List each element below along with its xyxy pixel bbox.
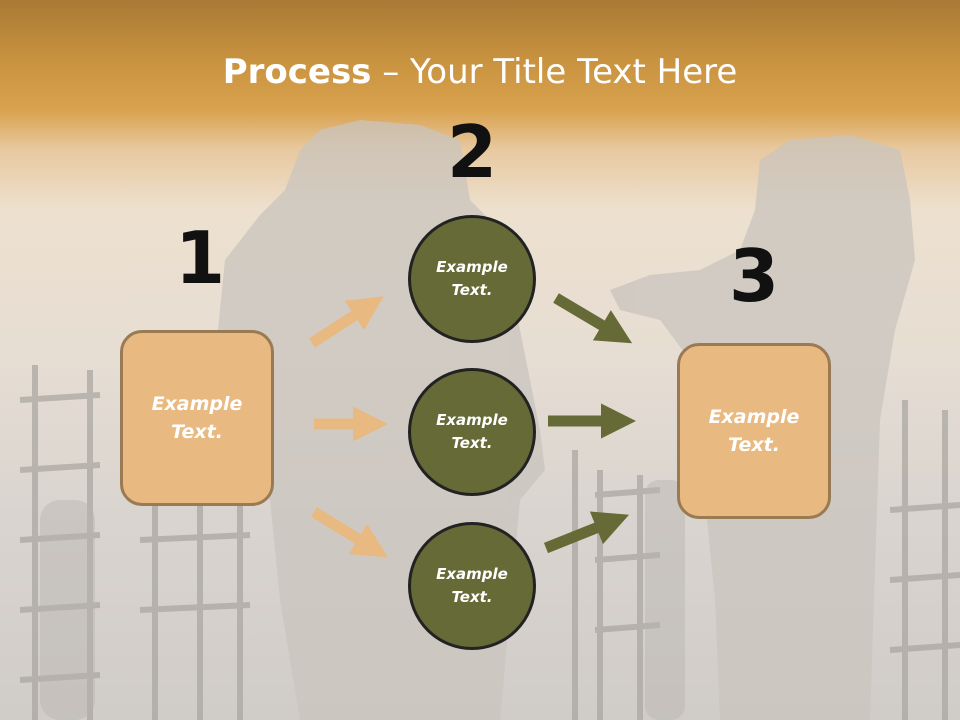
step-3-label: Example Text. — [708, 405, 800, 457]
step-number-3: 3 — [728, 234, 780, 318]
step-number-1: 1 — [174, 216, 226, 300]
step-1-label: Example Text. — [151, 392, 243, 444]
step-3-box: Example Text. — [677, 343, 831, 519]
circle-top-label: Example Text. — [436, 257, 508, 299]
title-bold-part: Process — [222, 52, 372, 92]
circle-middle: Example Text. — [408, 368, 536, 496]
step-number-2: 2 — [446, 110, 498, 194]
step-1-box: Example Text. — [120, 330, 274, 506]
slide-title: Process – Your Title Text Here — [0, 52, 960, 92]
circle-bottom: Example Text. — [408, 522, 536, 650]
title-rest-part: – Your Title Text Here — [371, 52, 738, 92]
circle-top: Example Text. — [408, 215, 536, 343]
circle-bottom-label: Example Text. — [436, 564, 508, 606]
circle-middle-label: Example Text. — [436, 410, 508, 452]
